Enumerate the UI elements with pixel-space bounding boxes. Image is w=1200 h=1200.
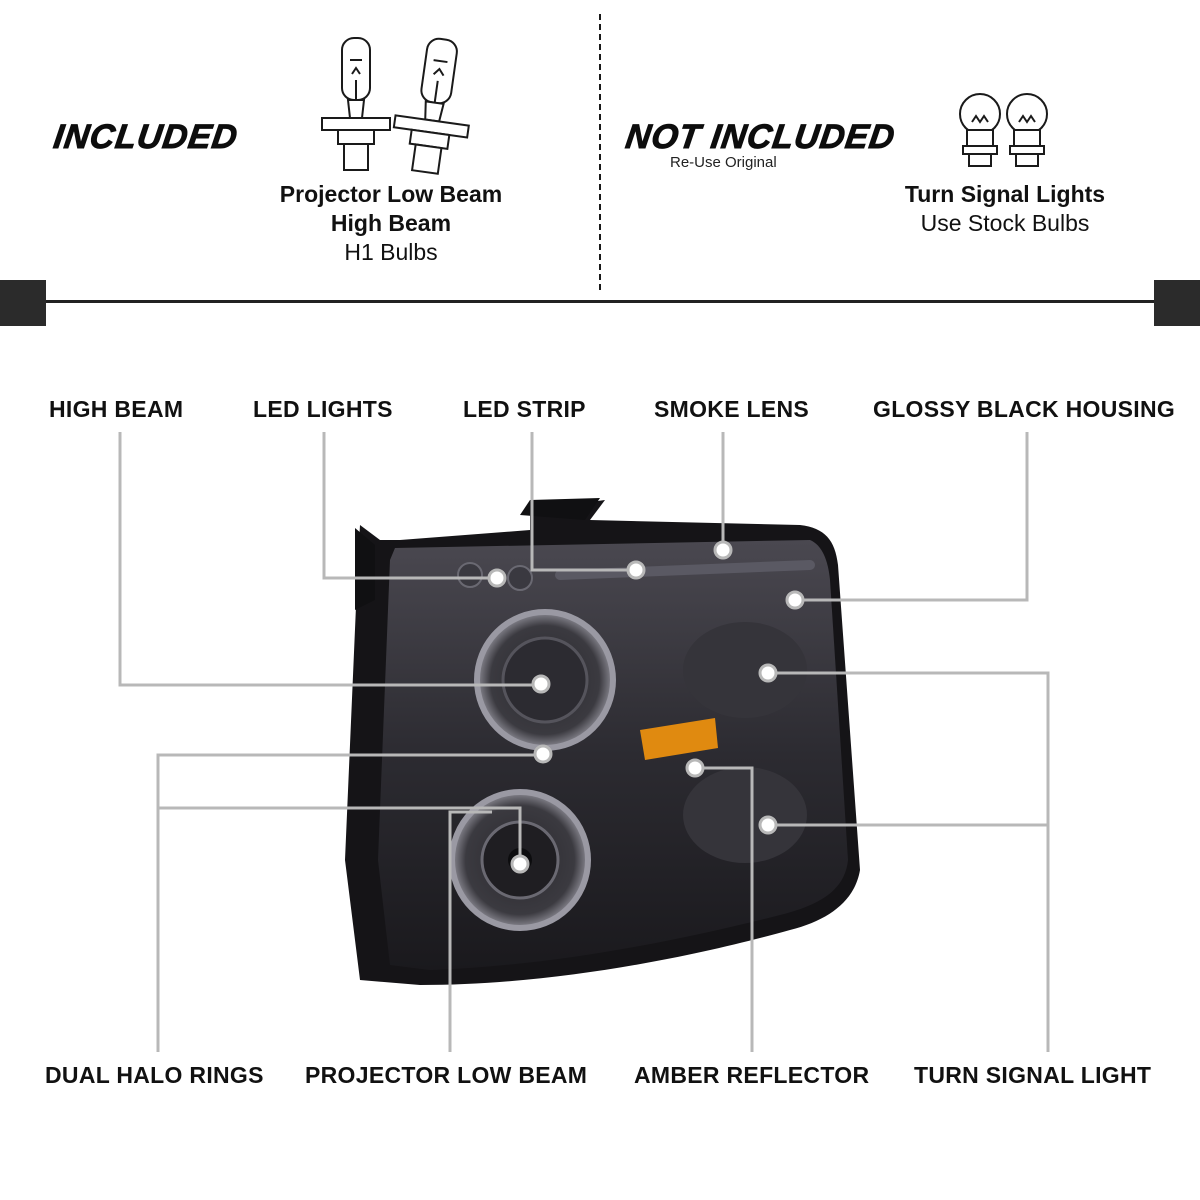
not-included-subheading: Re-Use Original [670, 154, 777, 171]
included-caption-line2: High Beam [330, 210, 452, 236]
label-dual-halo-rings: DUAL HALO RINGS [45, 1062, 264, 1088]
leader-lines [118, 432, 1050, 1052]
label-led-strip: LED STRIP [463, 396, 586, 422]
label-amber-reflector: AMBER REFLECTOR [634, 1062, 870, 1088]
label-projector-low-beam: PROJECTOR LOW BEAM [305, 1062, 588, 1088]
label-led-lights: LED LIGHTS [253, 396, 393, 422]
not-included-heading: NOT INCLUDED [623, 118, 898, 157]
included-caption-line3: H1 Bulbs [344, 239, 438, 265]
section-rule [46, 300, 1154, 303]
rule-endcap-right [1154, 280, 1200, 326]
headlight-diagram [118, 432, 1050, 1052]
halogen-bulb-icon [321, 37, 470, 175]
callout-dots [487, 540, 805, 874]
label-high-beam: HIGH BEAM [49, 396, 184, 422]
rule-endcap-left [0, 280, 46, 326]
included-caption: Projector Low Beam High Beam H1 Bulbs [241, 180, 541, 267]
label-turn-signal-light: TURN SIGNAL LIGHT [914, 1062, 1152, 1088]
not-included-caption-line1: Turn Signal Lights [904, 181, 1106, 207]
included-caption-line1: Projector Low Beam [279, 181, 503, 207]
panel-divider [599, 14, 601, 290]
label-glossy-black-housing: GLOSSY BLACK HOUSING [873, 396, 1176, 422]
not-included-caption-line2: Use Stock Bulbs [920, 210, 1090, 236]
not-included-caption: Turn Signal Lights Use Stock Bulbs [855, 180, 1155, 238]
wedge-bulb-icon [959, 93, 1048, 167]
included-heading: INCLUDED [51, 118, 241, 157]
label-smoke-lens: SMOKE LENS [654, 396, 810, 422]
